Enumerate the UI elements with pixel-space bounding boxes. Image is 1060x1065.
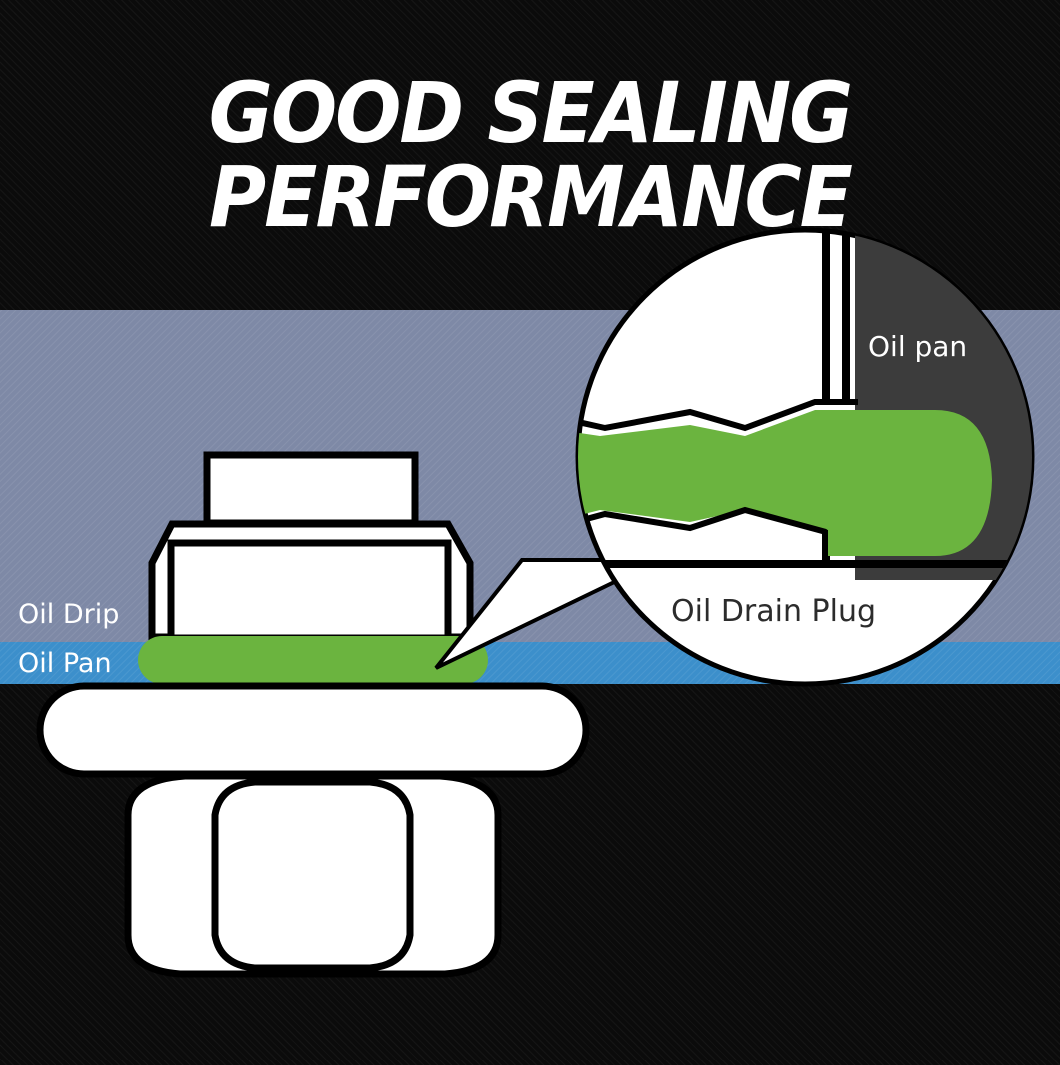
callout-pointer (434, 558, 661, 670)
zoom-oil-pan-label: Oil pan (868, 330, 968, 363)
plug-flange (36, 682, 590, 778)
plug-tip (203, 451, 419, 527)
page-title: GOOD SEALING PERFORMANCE (208, 65, 853, 247)
plug-hex-head (124, 772, 502, 978)
oil-drain-plug-label: Oil Drain Plug (671, 594, 877, 629)
zoom-seal (578, 410, 992, 556)
seal-washer (138, 636, 488, 684)
oil-drip-label: Oil Drip (18, 599, 120, 630)
oil-pan-label: Oil Pan (18, 648, 112, 679)
